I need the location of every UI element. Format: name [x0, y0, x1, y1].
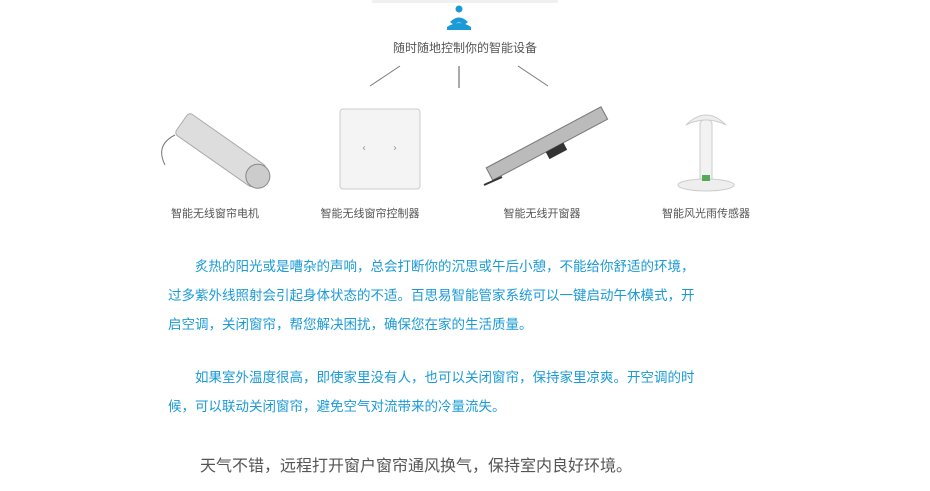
svg-text:›: ›: [393, 143, 397, 154]
tagline: 随时随地控制你的智能设备: [392, 41, 537, 55]
top-divider: [372, 0, 558, 3]
footer-text: 天气不错，远程打开窗户窗帘通风换气，保持室内良好环境。: [200, 456, 633, 475]
text-line: 启空调，关闭窗帘，帮您解决困扰，确保您在家的生活质量。: [168, 317, 533, 333]
text-line: 候，可以联动关闭窗帘，避免空气对流带来的冷量流失。: [168, 399, 506, 415]
curtain-motor-image: [135, 95, 295, 195]
product-curtain-motor[interactable]: 智能无线窗帘电机: [135, 95, 295, 221]
text-line: 过多紫外线照射会引起身体状态的不适。百思易智能管家系统可以一键启动午休模式，开: [168, 288, 695, 304]
paragraph-cooling: 如果室外温度很高，即使家里没有人，也可以关闭窗帘，保持家里凉爽。开空调的时 候，…: [168, 364, 758, 422]
product-curtain-controller[interactable]: ‹› 智能无线窗帘控制器: [290, 95, 450, 221]
wireless-signal-icon: [447, 5, 471, 30]
product-weather-sensor[interactable]: 智能风光雨传感器: [626, 95, 786, 221]
curtain-controller-image: ‹›: [290, 95, 450, 195]
connector-lines: [369, 65, 549, 88]
paragraph-noon-rest: 炙热的阳光或是嘈杂的声响，总会打断你的沉思或午后小憩，不能给你舒适的环境， 过多…: [168, 253, 758, 340]
svg-text:‹: ‹: [362, 143, 366, 154]
text-line: 炙热的阳光或是嘈杂的声响，总会打断你的沉思或午后小憩，不能给你舒适的环境，: [168, 259, 695, 275]
product-window-opener[interactable]: 智能无线开窗器: [462, 95, 622, 221]
window-opener-image: [462, 95, 622, 195]
weather-sensor-image: [626, 95, 786, 195]
text-line: 如果室外温度很高，即使家里没有人，也可以关闭窗帘，保持家里凉爽。开空调的时: [168, 370, 695, 386]
